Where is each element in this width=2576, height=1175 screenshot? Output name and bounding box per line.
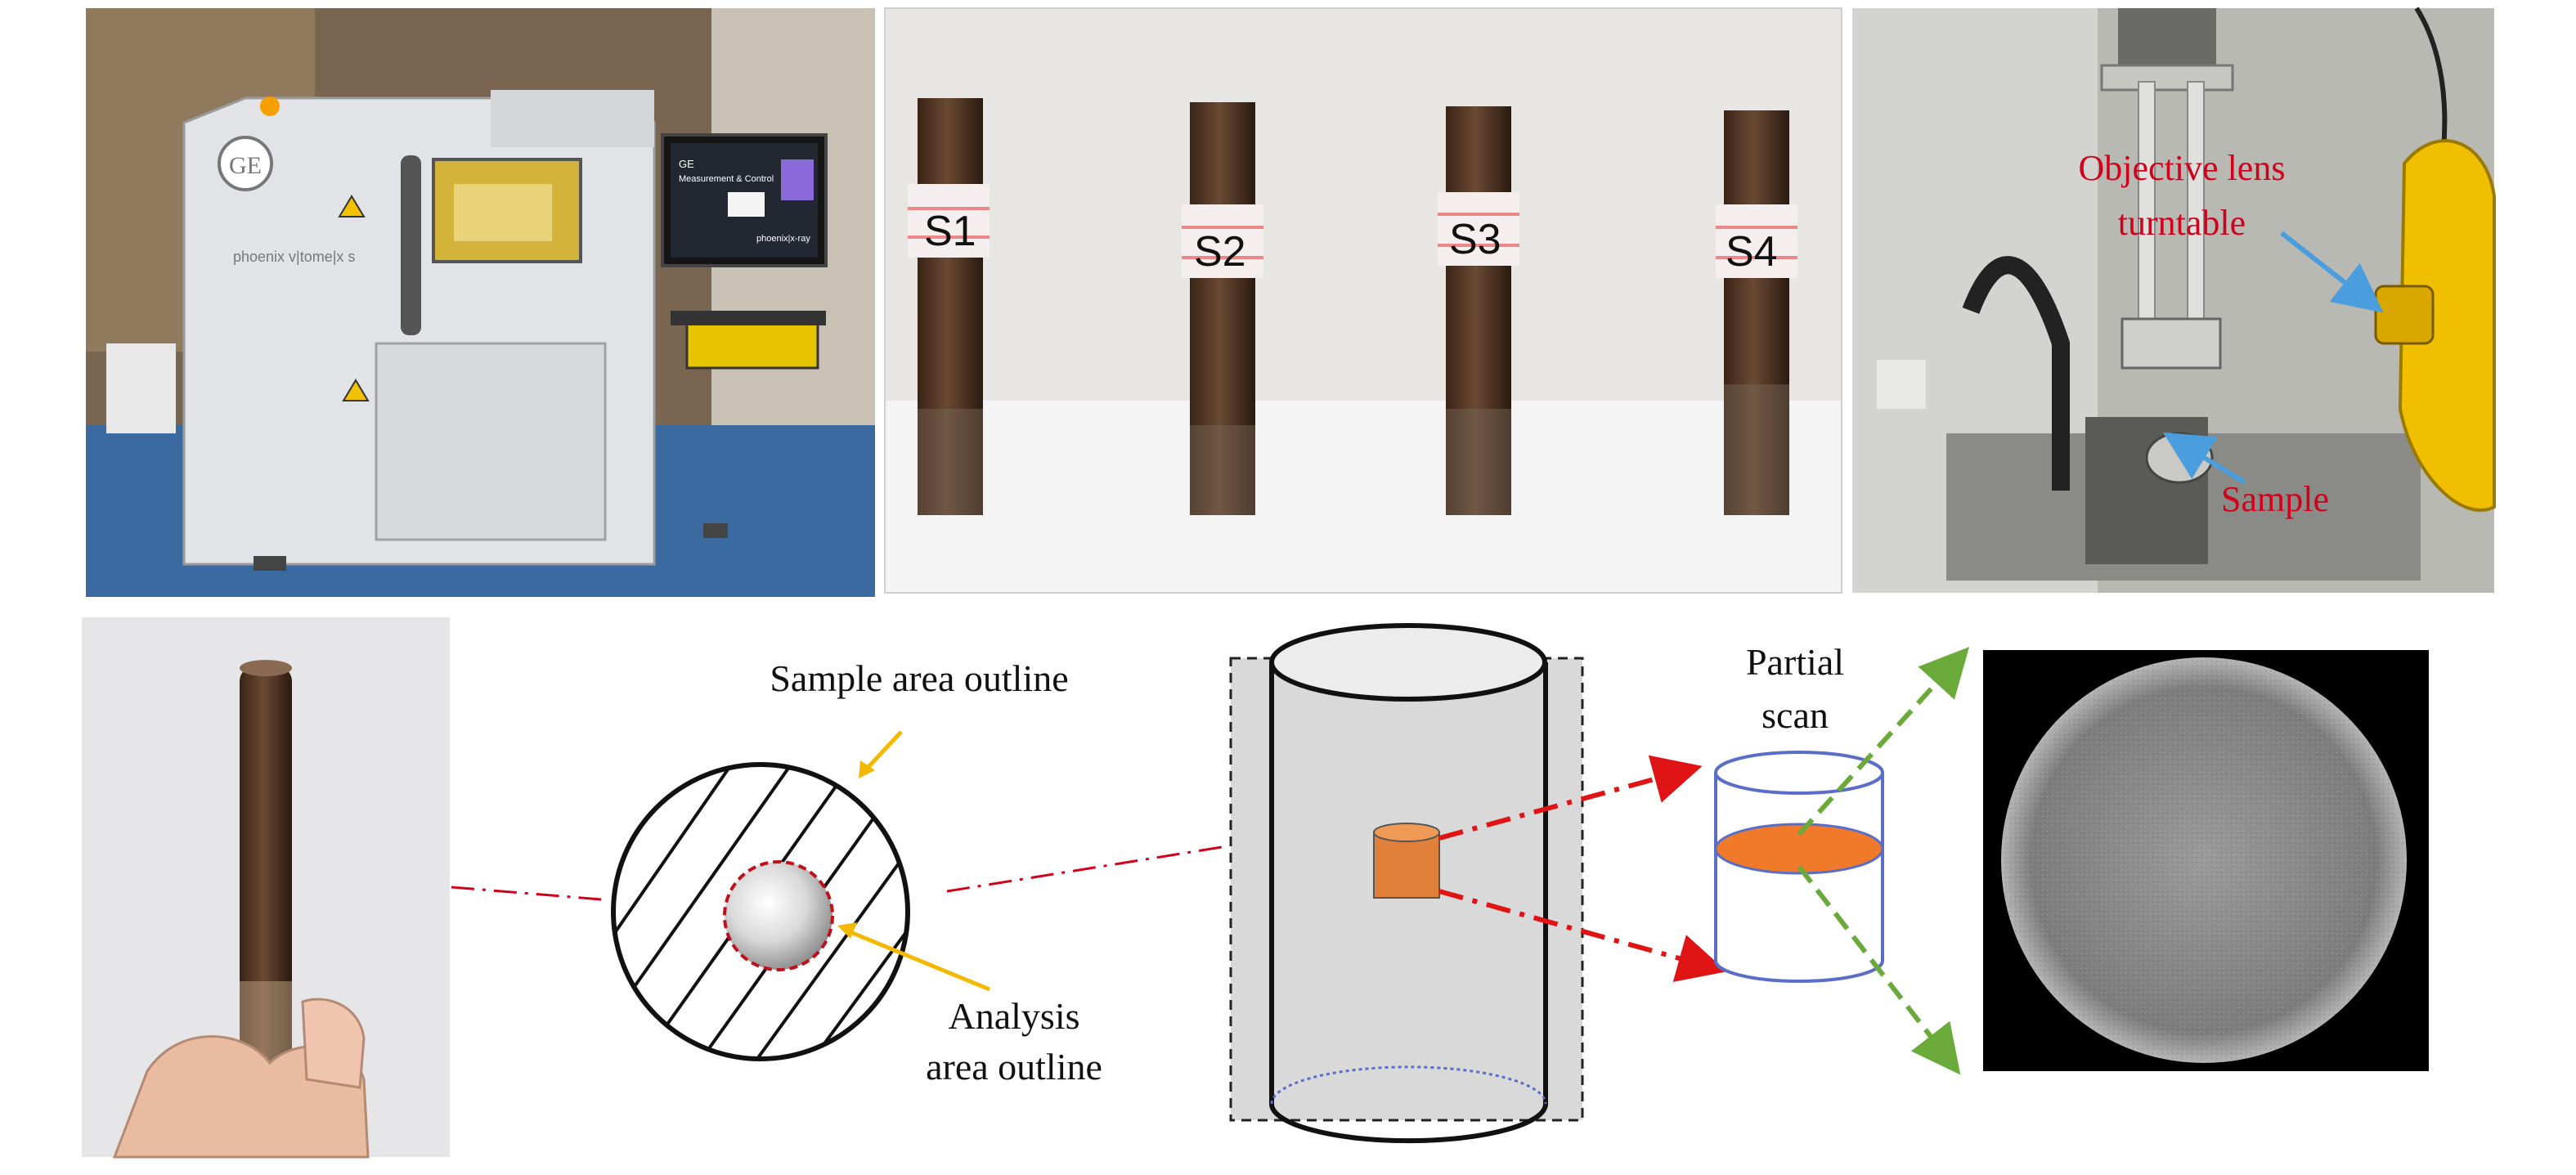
sample-area-circle [611, 762, 910, 1061]
arrow-to-ct-bottom [1797, 865, 1961, 1075]
specimen-cylinder [1229, 623, 1584, 1144]
cylinder-top [1269, 623, 1547, 702]
arrow-to-partial-top [1438, 755, 1703, 841]
partial-scan-label-line2: scan [1761, 694, 1829, 736]
sample-area-outline-label: Sample area outline [770, 657, 1068, 699]
partial-sample-region [1373, 832, 1440, 899]
ge-logo: GE [229, 152, 262, 179]
svg-text:turntable: turntable [2118, 203, 2246, 243]
annotation-objective-lens: Objective lens turntable [2079, 148, 2384, 313]
link-circle-to-cylinder [946, 845, 1227, 893]
svg-text:S3: S3 [1449, 216, 1501, 263]
objective-lens-pointer [2280, 231, 2384, 313]
sample-pointer [2162, 432, 2246, 485]
link-photo-to-circle [451, 886, 602, 901]
arrow-to-ct-top [1797, 647, 1970, 836]
svg-text:phoenix|x-ray: phoenix|x-ray [756, 234, 810, 244]
svg-text:GE: GE [679, 158, 694, 170]
analysis-area-pointer [850, 930, 990, 992]
analysis-area-label-line1: Analysis [949, 995, 1080, 1037]
partial-scan-label-line1: Partial [1746, 641, 1844, 683]
specimen-s4: S4 [1716, 110, 1797, 515]
machine-model-label: phoenix v|tome|x s [233, 249, 355, 265]
svg-text:Sample: Sample [2221, 479, 2329, 519]
svg-text:Measurement & Control: Measurement & Control [679, 174, 774, 184]
annotation-sample: Sample [2162, 432, 2329, 519]
ct-slice-image [1983, 650, 2429, 1071]
sample-area-pointer [865, 730, 903, 770]
analysis-area-circle [723, 860, 834, 971]
partial-scan-cylinder [1714, 751, 1884, 983]
photo-hand-specimen [82, 617, 450, 1159]
svg-text:S2: S2 [1194, 228, 1246, 276]
specimen-s1: S1 [908, 98, 990, 515]
photo-scanner-chamber [1852, 7, 2496, 593]
photo-ct-machine: GE phoenix v|tome|x s GE Measurement & C… [86, 8, 875, 597]
svg-text:S1: S1 [924, 208, 976, 255]
specimen-s3: S3 [1438, 106, 1519, 515]
svg-text:Objective lens: Objective lens [2079, 148, 2286, 188]
svg-text:S4: S4 [1726, 228, 1778, 276]
photo-specimens: S1 S2 S3 S4 [884, 7, 1842, 594]
cross-section-circle [611, 762, 910, 1061]
scan-slice [1714, 823, 1884, 875]
analysis-area-label-line2: area outline [926, 1046, 1102, 1088]
specimen-s2: S2 [1182, 102, 1263, 515]
